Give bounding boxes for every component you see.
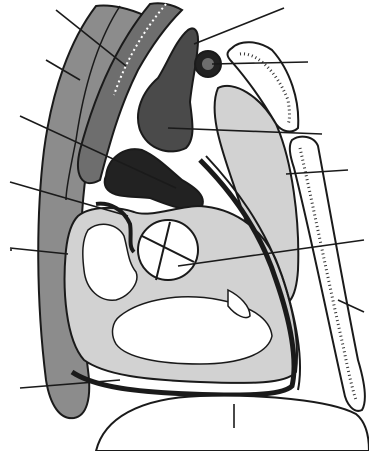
leader-top-right (212, 62, 308, 64)
leader-top-center (194, 8, 284, 44)
dark-bean-organ (105, 149, 203, 209)
anterior-bone-lower (290, 137, 365, 411)
divided-circle-structure (138, 220, 198, 280)
bottom-mound (96, 396, 369, 451)
